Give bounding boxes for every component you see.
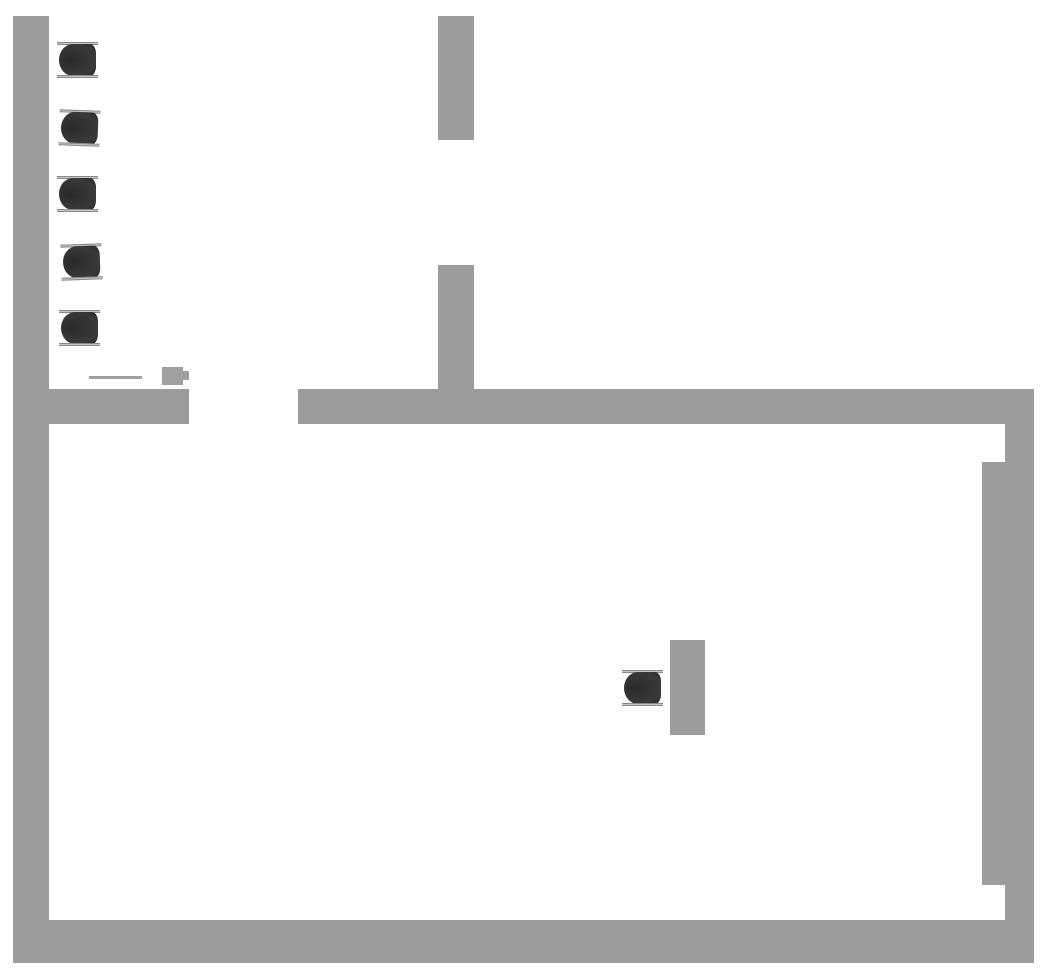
chair-icon[interactable] bbox=[59, 310, 100, 346]
small-device bbox=[162, 367, 183, 385]
wall-horizontal-right bbox=[298, 389, 1034, 424]
rod bbox=[89, 376, 142, 379]
wall-bottom bbox=[13, 920, 1034, 963]
wall-partition-top bbox=[438, 16, 474, 140]
chair-icon[interactable] bbox=[57, 176, 98, 212]
inner-right-panel bbox=[982, 462, 1005, 885]
wall-horizontal-left bbox=[13, 389, 189, 424]
desk-panel bbox=[670, 640, 705, 735]
small-device-nub bbox=[183, 371, 189, 380]
wall-left bbox=[13, 16, 49, 963]
chair-icon[interactable] bbox=[57, 42, 98, 78]
chair-icon[interactable] bbox=[622, 670, 663, 706]
wall-partition-middle bbox=[438, 265, 474, 390]
wall-right bbox=[1005, 389, 1034, 963]
chair-icon[interactable] bbox=[58, 109, 101, 147]
chair-icon[interactable] bbox=[60, 243, 103, 281]
